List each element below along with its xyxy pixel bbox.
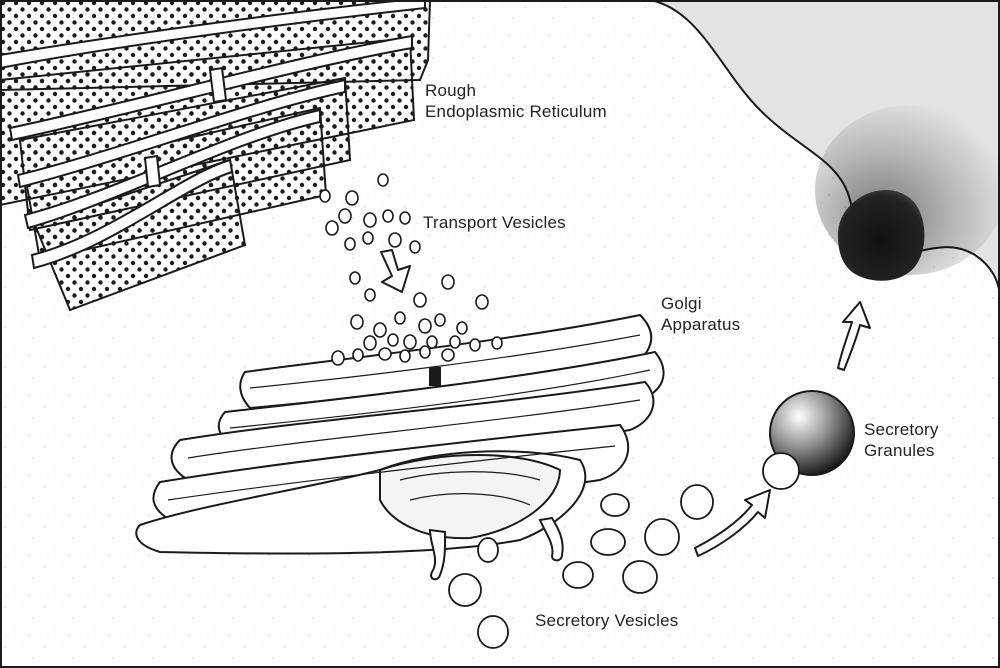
- label-rough-er-line2: Endoplasmic Reticulum: [425, 101, 607, 122]
- label-secretory-granules-line1: Secretory: [864, 419, 939, 440]
- label-rough-er-line1: Rough: [425, 80, 607, 101]
- label-secretory-granules: Secretory Granules: [864, 419, 939, 461]
- label-secretory-vesicles: Secretory Vesicles: [535, 610, 678, 631]
- label-golgi-line1: Golgi: [661, 293, 740, 314]
- label-golgi: Golgi Apparatus: [661, 293, 740, 335]
- label-transport-vesicles: Transport Vesicles: [423, 212, 566, 233]
- label-rough-er: Rough Endoplasmic Reticulum: [425, 80, 607, 122]
- label-secretory-granules-line2: Granules: [864, 440, 939, 461]
- label-golgi-line2: Apparatus: [661, 314, 740, 335]
